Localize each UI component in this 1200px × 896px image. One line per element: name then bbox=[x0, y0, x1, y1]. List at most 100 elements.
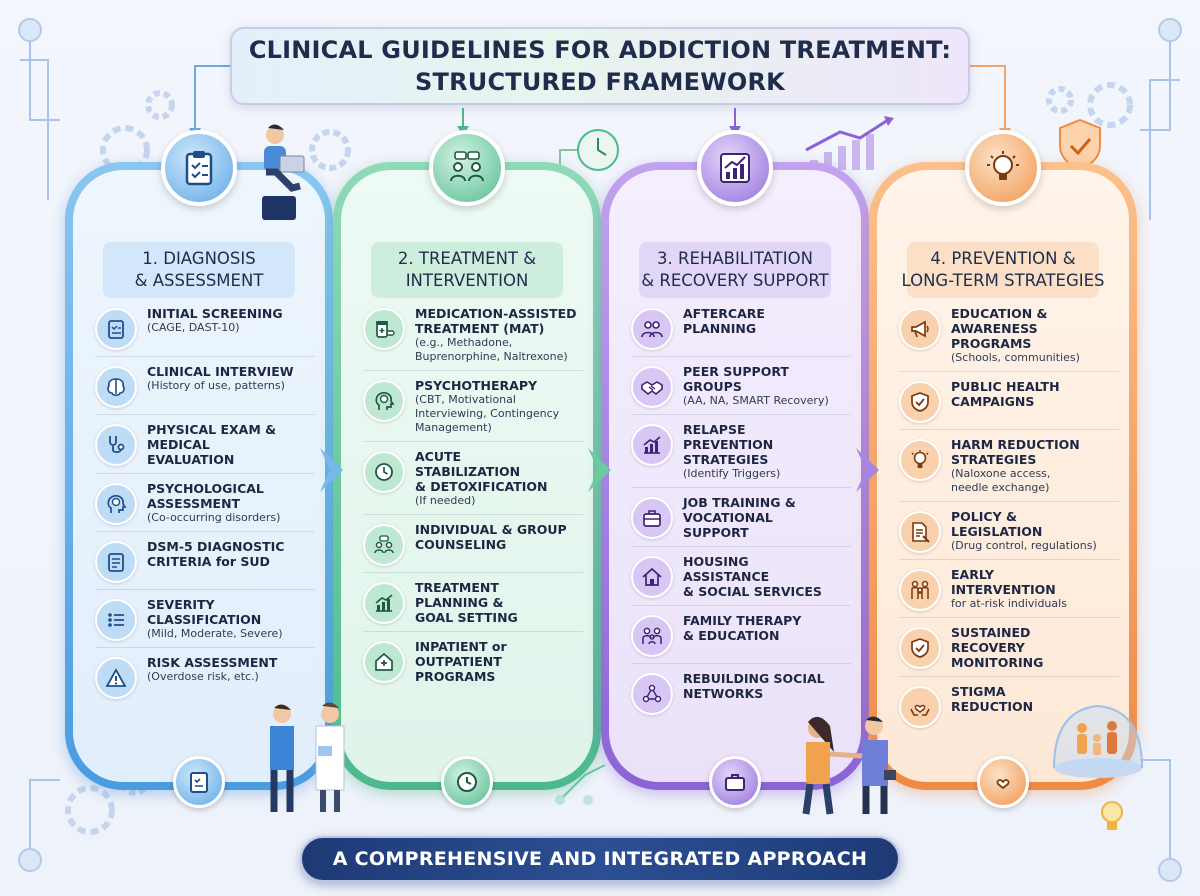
item-title: FAMILY THERAPY & EDUCATION bbox=[683, 613, 802, 643]
item-subtitle: (Overdose risk, etc.) bbox=[147, 670, 259, 683]
column-treatment-intervention: 2. TREATMENT & INTERVENTION MEDICATION-A… bbox=[333, 130, 601, 808]
footer-text: A COMPREHENSIVE AND INTEGRATED APPROACH bbox=[332, 848, 868, 870]
briefcase-icon bbox=[709, 756, 761, 808]
briefcase-icon bbox=[631, 497, 673, 539]
item-title: EARLY INTERVENTION bbox=[951, 567, 1056, 597]
list-item: PEER SUPPORT GROUPS(AA, NA, SMART Recove… bbox=[631, 364, 851, 415]
item-title: AFTERCARE PLANNING bbox=[683, 306, 765, 336]
item-title: SEVERITY CLASSIFICATION bbox=[147, 597, 262, 627]
item-subtitle: (Drug control, regulations) bbox=[951, 539, 1097, 552]
lightbulb-icon bbox=[965, 130, 1041, 206]
list-item: MEDICATION-ASSISTED TREATMENT (MAT)(e.g.… bbox=[363, 306, 583, 371]
item-title: INITIAL SCREENING bbox=[147, 306, 283, 321]
heading-line-2: INTERVENTION bbox=[405, 271, 529, 290]
item-title: INPATIENT or OUTPATIENT PROGRAMS bbox=[415, 639, 507, 684]
hands-heart-icon bbox=[899, 686, 941, 728]
item-title: TREATMENT PLANNING & GOAL SETTING bbox=[415, 580, 518, 625]
item-subtitle: (Co-occurring disorders) bbox=[147, 511, 281, 524]
column-heading: 4. PREVENTION & LONG-TERM STRATEGIES bbox=[901, 242, 1105, 298]
item-subtitle: (AA, NA, SMART Recovery) bbox=[683, 394, 829, 407]
people-icon bbox=[631, 308, 673, 350]
head-brain-icon bbox=[363, 380, 405, 422]
title-line-1: CLINICAL GUIDELINES FOR ADDICTION TREATM… bbox=[248, 36, 952, 64]
item-title: PEER SUPPORT GROUPS bbox=[683, 364, 789, 394]
item-subtitle: (If needed) bbox=[415, 494, 476, 507]
lightbulb-icon bbox=[899, 439, 941, 481]
list-item: REBUILDING SOCIAL NETWORKS bbox=[631, 671, 851, 721]
heading-line-1: 3. REHABILITATION bbox=[657, 249, 813, 268]
column-diagnosis-assessment: 1. DIAGNOSIS & ASSESSMENT INITIAL SCREEN… bbox=[65, 130, 333, 808]
item-title: ACUTE STABILIZATION & DETOXIFICATION bbox=[415, 449, 548, 494]
item-title: PSYCHOLOGICAL ASSESSMENT bbox=[147, 481, 264, 511]
heading-line-1: 2. TREATMENT & bbox=[397, 249, 537, 268]
item-title: JOB TRAINING & VOCATIONAL SUPPORT bbox=[683, 495, 796, 540]
list-item: SUSTAINED RECOVERY MONITORING bbox=[899, 625, 1119, 677]
item-title: HOUSING ASSISTANCE & SOCIAL SERVICES bbox=[683, 554, 822, 599]
item-subtitle: (Identify Triggers) bbox=[683, 467, 781, 480]
list-item: PUBLIC HEALTH CAMPAIGNS bbox=[899, 379, 1119, 430]
hospital-icon bbox=[363, 641, 405, 683]
heading-line-1: 1. DIAGNOSIS bbox=[142, 249, 256, 268]
item-title: PSYCHOTHERAPY bbox=[415, 378, 538, 393]
list-item: PHYSICAL EXAM & MEDICAL EVALUATION bbox=[95, 422, 315, 474]
list-item: EDUCATION & AWARENESS PROGRAMS(Schools, … bbox=[899, 306, 1119, 372]
clipboard-icon bbox=[161, 130, 237, 206]
checklist-icon bbox=[95, 541, 137, 583]
heading-line-1: 4. PREVENTION & bbox=[930, 249, 1076, 268]
item-title: RISK ASSESSMENT bbox=[147, 655, 278, 670]
list-item: PSYCHOTHERAPY(CBT, Motivational Intervie… bbox=[363, 378, 583, 442]
list-item: ACUTE STABILIZATION & DETOXIFICATION(If … bbox=[363, 449, 583, 515]
item-list: MEDICATION-ASSISTED TREATMENT (MAT)(e.g.… bbox=[363, 306, 583, 697]
footer-banner: A COMPREHENSIVE AND INTEGRATED APPROACH bbox=[300, 836, 900, 882]
item-subtitle: (CAGE, DAST-10) bbox=[147, 321, 240, 334]
item-subtitle: (History of use, patterns) bbox=[147, 379, 285, 392]
item-title: PUBLIC HEALTH CAMPAIGNS bbox=[951, 379, 1060, 409]
item-title: CLINICAL INTERVIEW bbox=[147, 364, 294, 379]
clipboard-icon bbox=[95, 308, 137, 350]
list-item: AFTERCARE PLANNING bbox=[631, 306, 851, 357]
chart-up-icon bbox=[363, 582, 405, 624]
list-item: PSYCHOLOGICAL ASSESSMENT(Co-occurring di… bbox=[95, 481, 315, 532]
group-chat-icon bbox=[429, 130, 505, 206]
column-heading: 1. DIAGNOSIS & ASSESSMENT bbox=[103, 242, 295, 298]
list-item: HOUSING ASSISTANCE & SOCIAL SERVICES bbox=[631, 554, 851, 606]
item-title: STIGMA REDUCTION bbox=[951, 684, 1034, 714]
column-heading: 2. TREATMENT & INTERVENTION bbox=[371, 242, 563, 298]
list-item: INPATIENT or OUTPATIENT PROGRAMS bbox=[363, 639, 583, 690]
item-subtitle: for at-risk individuals bbox=[951, 597, 1067, 610]
stethoscope-icon bbox=[95, 424, 137, 466]
megaphone-icon bbox=[899, 308, 941, 350]
brain-icon bbox=[95, 366, 137, 408]
pill-bottle-icon bbox=[363, 308, 405, 350]
group-chat-icon bbox=[363, 524, 405, 566]
list-item: RELAPSE PREVENTION STRATEGIES(Identify T… bbox=[631, 422, 851, 488]
shield-check-icon bbox=[899, 627, 941, 669]
document-icon bbox=[899, 511, 941, 553]
list-item: HARM REDUCTION STRATEGIES(Naloxone acces… bbox=[899, 437, 1119, 502]
shield-check-icon bbox=[899, 381, 941, 423]
list-item: SEVERITY CLASSIFICATION(Mild, Moderate, … bbox=[95, 597, 315, 648]
item-title: DSM-5 DIAGNOSTIC CRITERIA for SUD bbox=[147, 539, 285, 569]
item-title: SUSTAINED RECOVERY MONITORING bbox=[951, 625, 1044, 670]
item-subtitle: (Naloxone access, needle exchange) bbox=[951, 467, 1051, 494]
network-icon bbox=[631, 673, 673, 715]
list-item: POLICY & LEGISLATION(Drug control, regul… bbox=[899, 509, 1119, 560]
heading-line-2: & RECOVERY SUPPORT bbox=[641, 271, 829, 290]
chart-up-icon bbox=[697, 130, 773, 206]
list-item: RISK ASSESSMENT(Overdose risk, etc.) bbox=[95, 655, 315, 705]
list-item: INDIVIDUAL & GROUP COUNSELING bbox=[363, 522, 583, 573]
item-title: EDUCATION & AWARENESS PROGRAMS bbox=[951, 306, 1048, 351]
warning-icon bbox=[95, 657, 137, 699]
item-title: HARM REDUCTION STRATEGIES bbox=[951, 437, 1080, 467]
item-title: POLICY & LEGISLATION bbox=[951, 509, 1043, 539]
item-subtitle: (Mild, Moderate, Severe) bbox=[147, 627, 283, 640]
list-item: FAMILY THERAPY & EDUCATION bbox=[631, 613, 851, 664]
item-title: RELAPSE PREVENTION STRATEGIES bbox=[683, 422, 774, 467]
family-icon bbox=[899, 569, 941, 611]
list-item: JOB TRAINING & VOCATIONAL SUPPORT bbox=[631, 495, 851, 547]
item-list: EDUCATION & AWARENESS PROGRAMS(Schools, … bbox=[899, 306, 1119, 741]
column-prevention-long-term: 4. PREVENTION & LONG-TERM STRATEGIES EDU… bbox=[869, 130, 1137, 808]
item-title: MEDICATION-ASSISTED TREATMENT (MAT) bbox=[415, 306, 577, 336]
column-heading: 3. REHABILITATION & RECOVERY SUPPORT bbox=[639, 242, 831, 298]
